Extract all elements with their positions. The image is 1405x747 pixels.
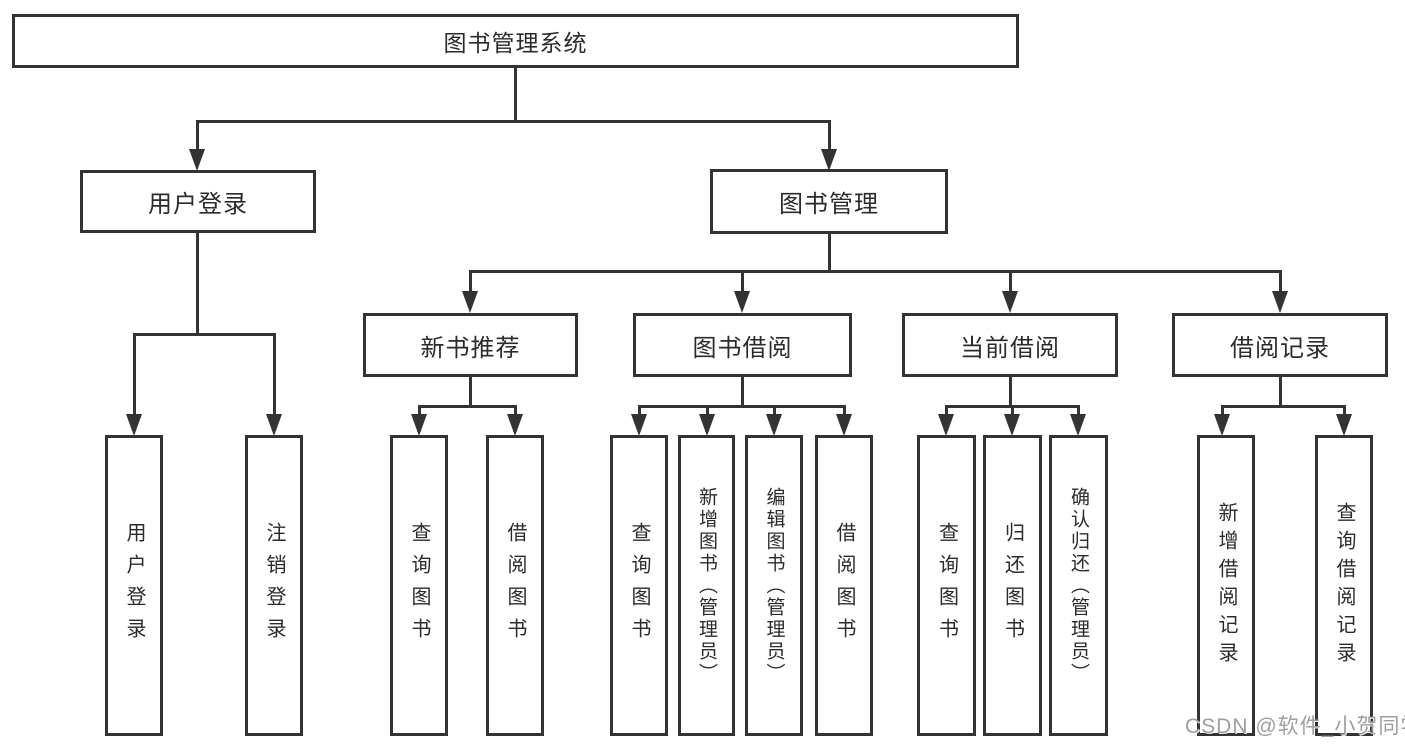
node-current-borrowing: 当前借阅 bbox=[902, 313, 1118, 377]
connector-line bbox=[196, 232, 199, 335]
node-label: 图书管理 bbox=[779, 191, 879, 218]
csdn-watermark: CSDN @软件_小贺同学 bbox=[1185, 715, 1405, 738]
node-book-borrowing: 图书借阅 bbox=[633, 313, 852, 377]
node-label: 新书推荐 bbox=[420, 334, 521, 362]
node-borrow-records: 借阅记录 bbox=[1172, 313, 1388, 377]
leaf-bb-borrow-book: 借阅图书 bbox=[815, 435, 873, 736]
node-label: 当前借阅 bbox=[960, 334, 1060, 362]
connector-line bbox=[1011, 405, 1014, 414]
connector-line bbox=[1009, 270, 1012, 291]
connector-line bbox=[133, 333, 275, 336]
connector-line bbox=[469, 376, 472, 408]
leaf-user-login: 用户登录 bbox=[105, 435, 163, 736]
node-label: 查询图书 bbox=[408, 521, 430, 650]
connector-line bbox=[469, 270, 1282, 273]
leaf-br-add-record: 新增借阅记录 bbox=[1197, 435, 1255, 736]
connector-line bbox=[273, 333, 276, 414]
arrowhead-icon bbox=[507, 414, 523, 436]
node-label: 用户登录 bbox=[123, 521, 145, 650]
node-label: 注销登录 bbox=[263, 521, 285, 650]
node-label: 查询借阅记录 bbox=[1333, 501, 1355, 670]
arrowhead-icon bbox=[462, 291, 478, 313]
node-new-book-recommend: 新书推荐 bbox=[363, 313, 578, 377]
arrowhead-icon bbox=[189, 149, 205, 171]
arrowhead-icon bbox=[1336, 414, 1352, 436]
leaf-cb-return-book: 归还图书 bbox=[983, 435, 1042, 736]
leaf-logout: 注销登录 bbox=[245, 435, 303, 736]
arrowhead-icon bbox=[1070, 414, 1086, 436]
node-label: 借阅图书 bbox=[833, 521, 855, 650]
connector-line bbox=[638, 405, 641, 414]
arrowhead-icon bbox=[1004, 414, 1020, 436]
connector-line bbox=[418, 405, 421, 414]
node-label: 图书借阅 bbox=[692, 334, 793, 362]
leaf-nbr-borrow-book: 借阅图书 bbox=[486, 435, 544, 736]
connector-line bbox=[1279, 376, 1282, 408]
connector-line bbox=[741, 376, 744, 408]
leaf-cb-confirm-return-admin: 确认归还（管理员） bbox=[1049, 435, 1108, 736]
leaf-bb-add-book-admin: 新增图书（管理员） bbox=[678, 435, 735, 736]
connector-line bbox=[828, 233, 831, 273]
leaf-cb-query-book: 查询图书 bbox=[917, 435, 976, 736]
connector-line bbox=[418, 405, 517, 408]
connector-line bbox=[196, 120, 199, 149]
node-label: 新增图书（管理员） bbox=[696, 486, 717, 685]
node-user-login: 用户登录 bbox=[80, 170, 316, 233]
arrowhead-icon bbox=[699, 414, 715, 436]
arrowhead-icon bbox=[734, 291, 750, 313]
arrowhead-icon bbox=[126, 414, 142, 436]
node-label: 图书管理系统 bbox=[443, 30, 588, 56]
node-label: 用户登录 bbox=[148, 191, 248, 218]
node-label: 编辑图书（管理员） bbox=[763, 486, 785, 685]
arrowhead-icon bbox=[836, 414, 852, 436]
connector-line bbox=[1009, 376, 1012, 408]
connector-line bbox=[741, 270, 744, 291]
node-root-system: 图书管理系统 bbox=[12, 14, 1019, 68]
connector-line bbox=[773, 405, 776, 414]
leaf-br-query-record: 查询借阅记录 bbox=[1315, 435, 1373, 736]
connector-line bbox=[843, 405, 846, 414]
connector-line bbox=[945, 405, 948, 414]
connector-line bbox=[469, 270, 472, 291]
node-label: 查询图书 bbox=[935, 521, 958, 650]
connector-line bbox=[1343, 405, 1346, 414]
node-label: 查询图书 bbox=[628, 521, 650, 650]
arrowhead-icon bbox=[631, 414, 647, 436]
connector-line bbox=[196, 120, 831, 123]
connector-line bbox=[514, 68, 517, 122]
connector-line bbox=[1077, 405, 1080, 414]
leaf-bb-edit-book-admin: 编辑图书（管理员） bbox=[745, 435, 803, 736]
leaf-nbr-query-book: 查询图书 bbox=[390, 435, 448, 736]
connector-line bbox=[133, 333, 136, 414]
node-label: 归还图书 bbox=[1001, 521, 1024, 650]
node-label: 确认归还（管理员） bbox=[1068, 486, 1089, 685]
connector-line bbox=[1279, 270, 1282, 291]
connector-line bbox=[638, 405, 846, 408]
connector-line bbox=[1221, 405, 1224, 414]
connector-line bbox=[514, 405, 517, 414]
node-label: 借阅图书 bbox=[504, 521, 526, 650]
connector-line bbox=[706, 405, 709, 414]
connector-line bbox=[1221, 405, 1346, 408]
node-label: 借阅记录 bbox=[1230, 334, 1330, 362]
node-book-management: 图书管理 bbox=[710, 169, 948, 234]
arrowhead-icon bbox=[1002, 291, 1018, 313]
node-label: 新增借阅记录 bbox=[1215, 501, 1237, 670]
arrowhead-icon bbox=[266, 414, 282, 436]
leaf-bb-query-book: 查询图书 bbox=[610, 435, 668, 736]
arrowhead-icon bbox=[1272, 291, 1288, 313]
arrowhead-icon bbox=[938, 414, 954, 436]
arrowhead-icon bbox=[821, 149, 837, 171]
arrowhead-icon bbox=[1214, 414, 1230, 436]
connector-line bbox=[828, 120, 831, 149]
arrowhead-icon bbox=[411, 414, 427, 436]
arrowhead-icon bbox=[766, 414, 782, 436]
